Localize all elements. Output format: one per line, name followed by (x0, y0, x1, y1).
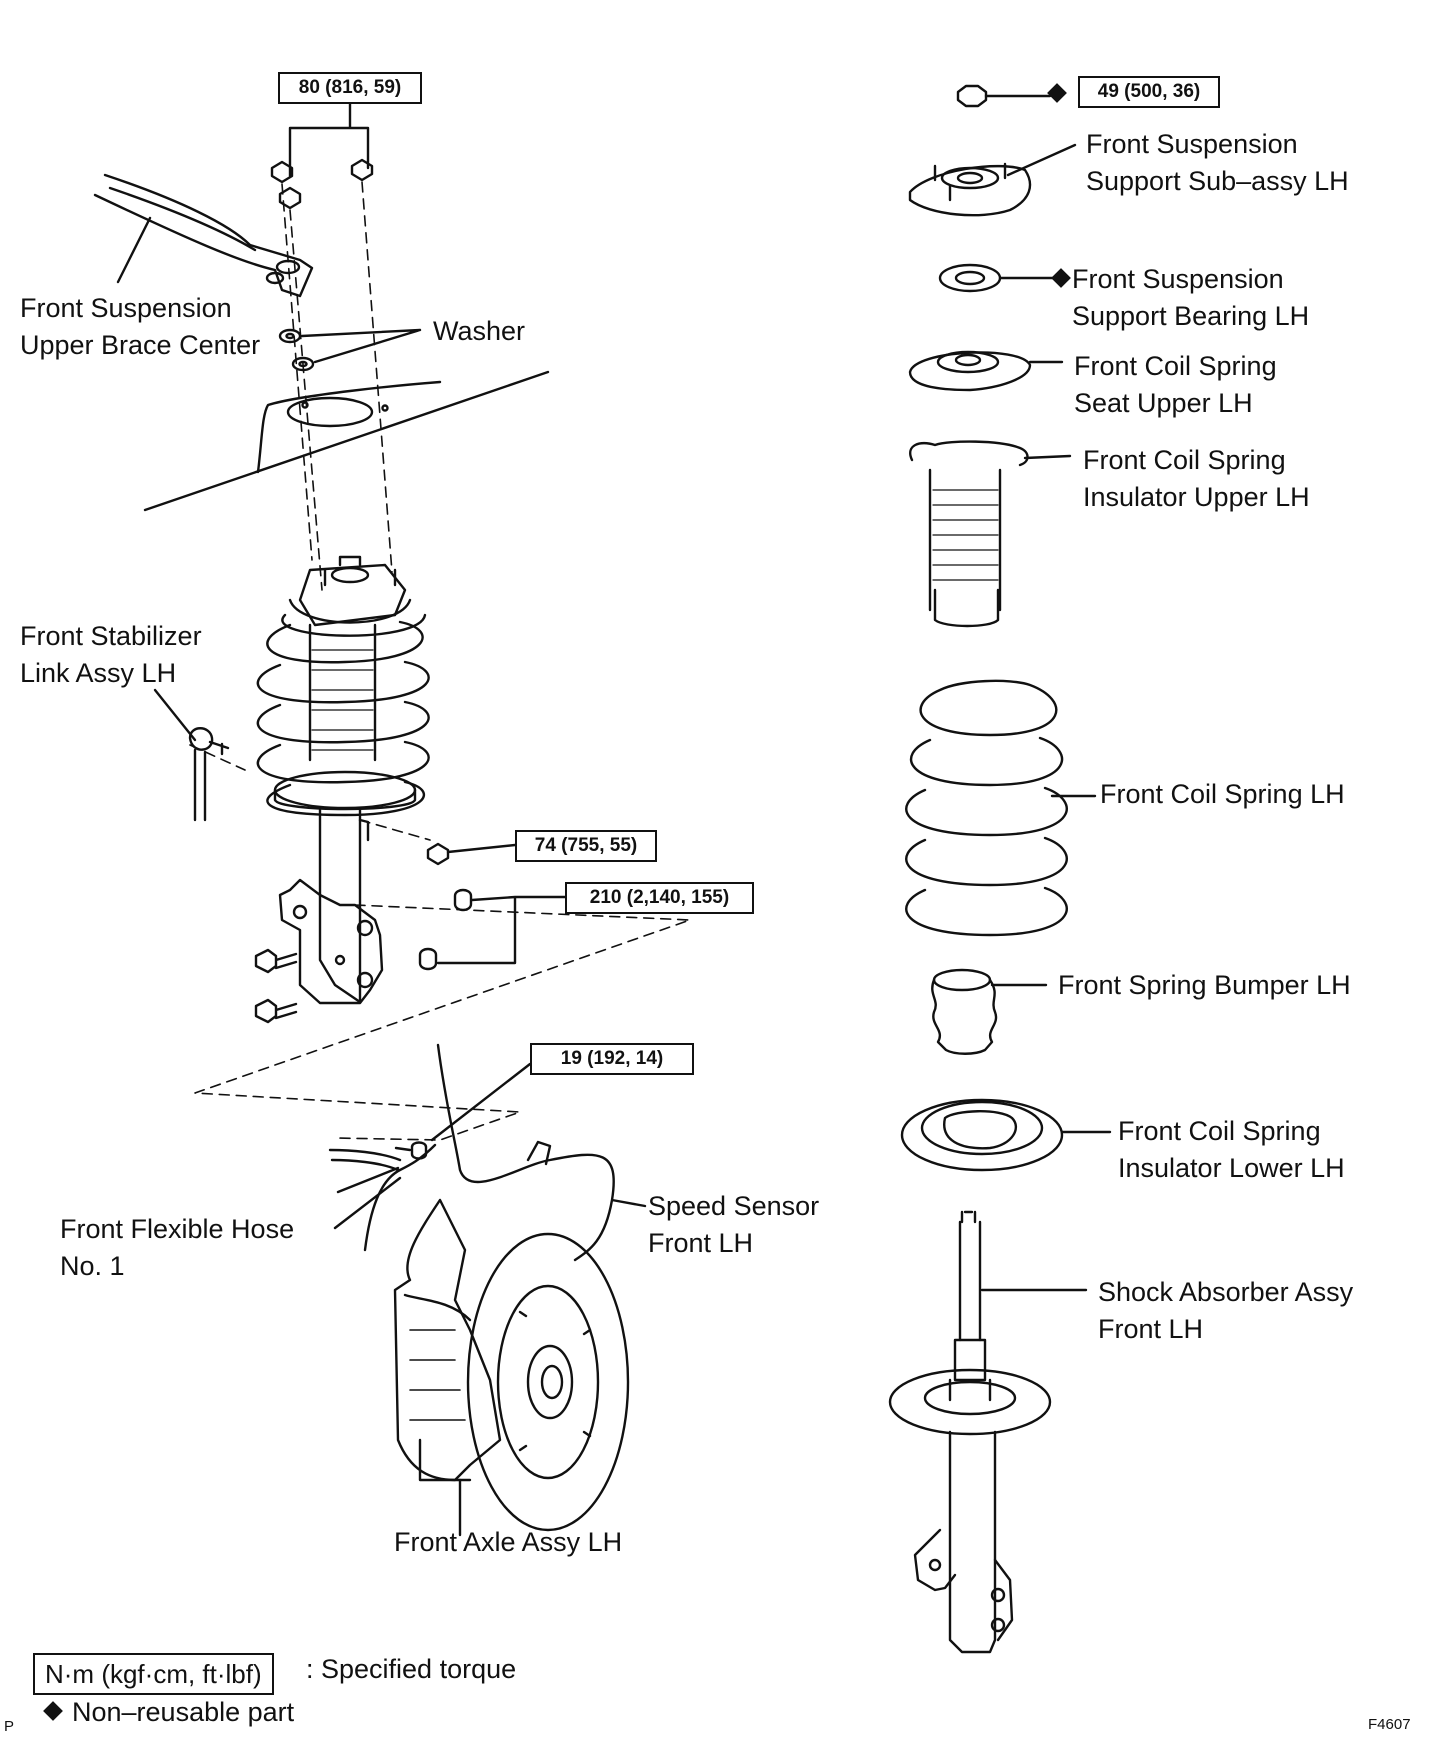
torque-hose-bolt: 19 (192, 14) (530, 1043, 694, 1075)
strut-assembly (256, 555, 430, 1005)
label-coil-spring: Front Coil Spring LH (1100, 779, 1345, 809)
corner-mark: P (4, 1718, 15, 1735)
upper-nuts (270, 158, 374, 210)
axle-assembly (393, 1198, 630, 1537)
label-axle: Front Axle Assy LH (394, 1527, 623, 1557)
legend-unit-box: N·m (kgf·cm, ft·lbf) (33, 1653, 274, 1695)
label-support-subassy-line1: Front Suspension (1086, 129, 1298, 159)
label-speed-sensor-line1: Speed Sensor (648, 1191, 820, 1221)
coil-spring (905, 679, 1097, 937)
spring-bumper (931, 968, 1048, 1055)
label-spring-bumper: Front Spring Bumper LH (1058, 970, 1351, 1000)
label-insulator-upper: Front Coil Spring Insulator Upper LH (1083, 442, 1310, 516)
legend-nonreusable: Non–reusable part (72, 1697, 295, 1727)
shock-absorber (888, 1210, 1088, 1654)
spring-seat-upper (908, 350, 1064, 392)
insulator-upper (909, 440, 1072, 628)
label-stabilizer-line1: Front Stabilizer (20, 621, 202, 651)
label-support-subassy-line2: Support Sub–assy LH (1086, 166, 1349, 196)
label-upper-brace: Front Suspension Upper Brace Center (20, 290, 260, 364)
label-upper-brace-line2: Upper Brace Center (20, 330, 261, 360)
label-spring-seat-upper-line1: Front Coil Spring (1074, 351, 1277, 381)
top-nut (956, 84, 1052, 108)
torque-stab-nut: 74 (755, 55) (515, 830, 657, 862)
label-support-bearing: Front Suspension Support Bearing LH (1072, 261, 1309, 335)
label-flex-hose: Front Flexible Hose No. 1 (60, 1211, 294, 1285)
label-insulator-lower-line2: Insulator Lower LH (1118, 1153, 1345, 1183)
label-speed-sensor-line2: Front LH (648, 1228, 754, 1258)
label-insulator-upper-line2: Insulator Upper LH (1083, 482, 1310, 512)
legend-torque-note: : Specified torque (306, 1654, 517, 1684)
body-panel (143, 370, 550, 512)
label-insulator-upper-line1: Front Coil Spring (1083, 445, 1286, 475)
left-leaders (333, 1176, 402, 1230)
torque-top-nut: 49 (500, 36) (1078, 76, 1220, 108)
label-insulator-lower: Front Coil Spring Insulator Lower LH (1118, 1113, 1345, 1187)
torque-knuckle-bolts: 210 (2,140, 155) (565, 882, 754, 914)
label-shock-line1: Shock Absorber Assy (1098, 1277, 1354, 1307)
insulator-lower (900, 1098, 1112, 1172)
label-spring-seat-upper: Front Coil Spring Seat Upper LH (1074, 348, 1277, 422)
label-flex-hose-line1: Front Flexible Hose (60, 1214, 295, 1244)
label-support-subassy: Front Suspension Support Sub–assy LH (1086, 126, 1349, 200)
label-shock-line2: Front LH (1098, 1314, 1204, 1344)
label-stabilizer: Front Stabilizer Link Assy LH (20, 618, 202, 692)
label-insulator-lower-line1: Front Coil Spring (1118, 1116, 1321, 1146)
label-upper-brace-line1: Front Suspension (20, 293, 232, 323)
strut-fasteners (254, 842, 567, 1024)
label-washer: Washer (433, 316, 526, 346)
label-support-bearing-line1: Front Suspension (1072, 264, 1284, 294)
label-spring-seat-upper-line2: Seat Upper LH (1074, 388, 1253, 418)
upper-brace (93, 173, 314, 298)
figure-id: F4607 (1368, 1716, 1411, 1733)
torque-upper-nuts: 80 (816, 59) (278, 72, 422, 104)
label-flex-hose-line2: No. 1 (60, 1251, 125, 1281)
stabilizer-link (153, 688, 230, 822)
speed-sensor-wire (328, 1043, 647, 1262)
label-speed-sensor: Speed Sensor Front LH (648, 1188, 819, 1262)
label-shock: Shock Absorber Assy Front LH (1098, 1274, 1353, 1348)
label-stabilizer-line2: Link Assy LH (20, 658, 177, 688)
support-bearing (938, 263, 1060, 293)
support-subassy (908, 143, 1077, 217)
upper-nut-leaders (288, 102, 370, 178)
label-support-bearing-line2: Support Bearing LH (1072, 301, 1310, 331)
